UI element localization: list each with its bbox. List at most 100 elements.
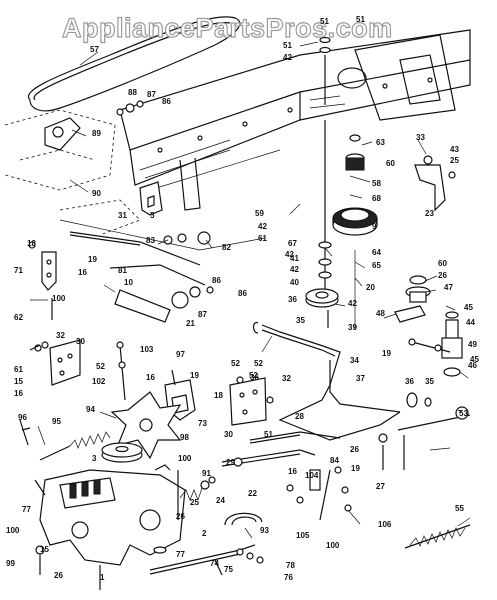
- callout-label: 94: [86, 405, 95, 414]
- callout-label: 93: [260, 526, 269, 535]
- callout-label: 24: [216, 496, 225, 505]
- callout-label: 36: [405, 377, 414, 386]
- rod-84-105: [286, 466, 352, 521]
- idler-bracket: [44, 100, 144, 151]
- callout-label: 46: [468, 361, 477, 370]
- callout-label: 42: [348, 299, 357, 308]
- callout-label: 28: [295, 412, 304, 421]
- center-plate-30: [229, 376, 274, 426]
- callout-label: 84: [330, 456, 339, 465]
- callout-label: 35: [425, 377, 434, 386]
- pto-clutch: [324, 120, 378, 330]
- callout-label: 105: [296, 531, 310, 540]
- callout-label: 60: [386, 159, 395, 168]
- hood-outline: [4, 109, 141, 236]
- shaft-washers: [318, 36, 332, 279]
- callout-label: 40: [290, 278, 299, 287]
- callout-label: 39: [348, 323, 357, 332]
- callout-label: 31: [118, 211, 127, 220]
- callout-label: 71: [14, 266, 23, 275]
- callout-label: 99: [6, 559, 15, 568]
- callout-label: 52: [254, 359, 263, 368]
- callout-label: 98: [180, 433, 189, 442]
- callout-label: 47: [444, 283, 453, 292]
- left-bracket-71: [28, 241, 57, 320]
- callout-label: 52: [231, 359, 240, 368]
- callout-label: 59: [255, 209, 264, 218]
- callout-label: 88: [128, 88, 137, 97]
- callout-label: 32: [56, 331, 65, 340]
- callout-label: 65: [372, 261, 381, 270]
- callout-label: 61: [14, 365, 23, 374]
- spring-55: [404, 524, 471, 549]
- callout-label: 30: [224, 430, 233, 439]
- callout-label: 42: [290, 265, 299, 274]
- callout-label: 27: [376, 482, 385, 491]
- callout-label: 10: [124, 278, 133, 287]
- callout-label: 86: [238, 289, 247, 298]
- callout-label: 42: [283, 53, 292, 62]
- spring-95: [19, 419, 111, 461]
- brake-bracket: [414, 155, 456, 212]
- callout-label: 48: [376, 309, 385, 318]
- callout-label: 61: [258, 234, 267, 243]
- bracket-31-5: [139, 181, 163, 216]
- callout-label: 102: [92, 377, 106, 386]
- callout-label: 68: [372, 194, 381, 203]
- callout-label: 45: [470, 355, 479, 364]
- callout-label: 23: [425, 209, 434, 218]
- callout-label: 18: [214, 391, 223, 400]
- callout-label: 53: [459, 409, 468, 418]
- rod-22: [221, 449, 316, 467]
- callout-label: 67: [288, 239, 297, 248]
- callout-label: 37: [356, 374, 365, 383]
- callout-label: 86: [212, 276, 221, 285]
- callout-label: 9: [372, 222, 377, 231]
- callout-label: 104: [305, 471, 319, 480]
- callout-label: 100: [52, 294, 66, 303]
- callout-label: 51: [320, 17, 329, 26]
- callout-label: 103: [140, 345, 154, 354]
- callout-label: 16: [14, 389, 23, 398]
- spring-25: [177, 470, 216, 520]
- callout-label: 32: [282, 374, 291, 383]
- callout-label: 26: [350, 445, 359, 454]
- transmission-pulley: [101, 442, 143, 463]
- callout-label: 51: [356, 15, 365, 24]
- callout-label: 18: [27, 239, 36, 248]
- callout-label: 96: [18, 413, 27, 422]
- drive-belt: [27, 16, 241, 112]
- callout-label: 81: [118, 266, 127, 275]
- callout-label: 100: [6, 526, 20, 535]
- bottom-bracket-76: [149, 544, 264, 576]
- callout-label: 15: [40, 545, 49, 554]
- callout-label: 3: [92, 454, 97, 463]
- callout-label: 82: [222, 243, 231, 252]
- callout-label: 19: [190, 371, 199, 380]
- callout-label: 21: [186, 319, 195, 328]
- callout-label: 52: [249, 371, 258, 380]
- callout-label: 25: [190, 498, 199, 507]
- callout-label: 62: [14, 313, 23, 322]
- callout-label: 87: [198, 310, 207, 319]
- callout-label: 74: [210, 559, 219, 568]
- callout-label: 19: [351, 464, 360, 473]
- callout-label: 86: [162, 97, 171, 106]
- callout-label: 91: [202, 469, 211, 478]
- callout-label: 49: [468, 340, 477, 349]
- callout-label: 55: [455, 504, 464, 513]
- callout-label: 42: [285, 250, 294, 259]
- callout-label: 2: [202, 529, 207, 538]
- callout-label: 26: [54, 571, 63, 580]
- watermark-text: AppliancePartsPros.com: [62, 13, 393, 43]
- callout-label: 89: [92, 129, 101, 138]
- brake-assembly: [394, 275, 463, 377]
- transaxle: [34, 464, 186, 590]
- callout-label: 77: [176, 550, 185, 559]
- callout-label: 100: [326, 541, 340, 550]
- leader-lines: [30, 21, 471, 539]
- callout-label: 1: [100, 573, 105, 582]
- callout-label: 106: [378, 520, 392, 529]
- callout-label: 43: [450, 145, 459, 154]
